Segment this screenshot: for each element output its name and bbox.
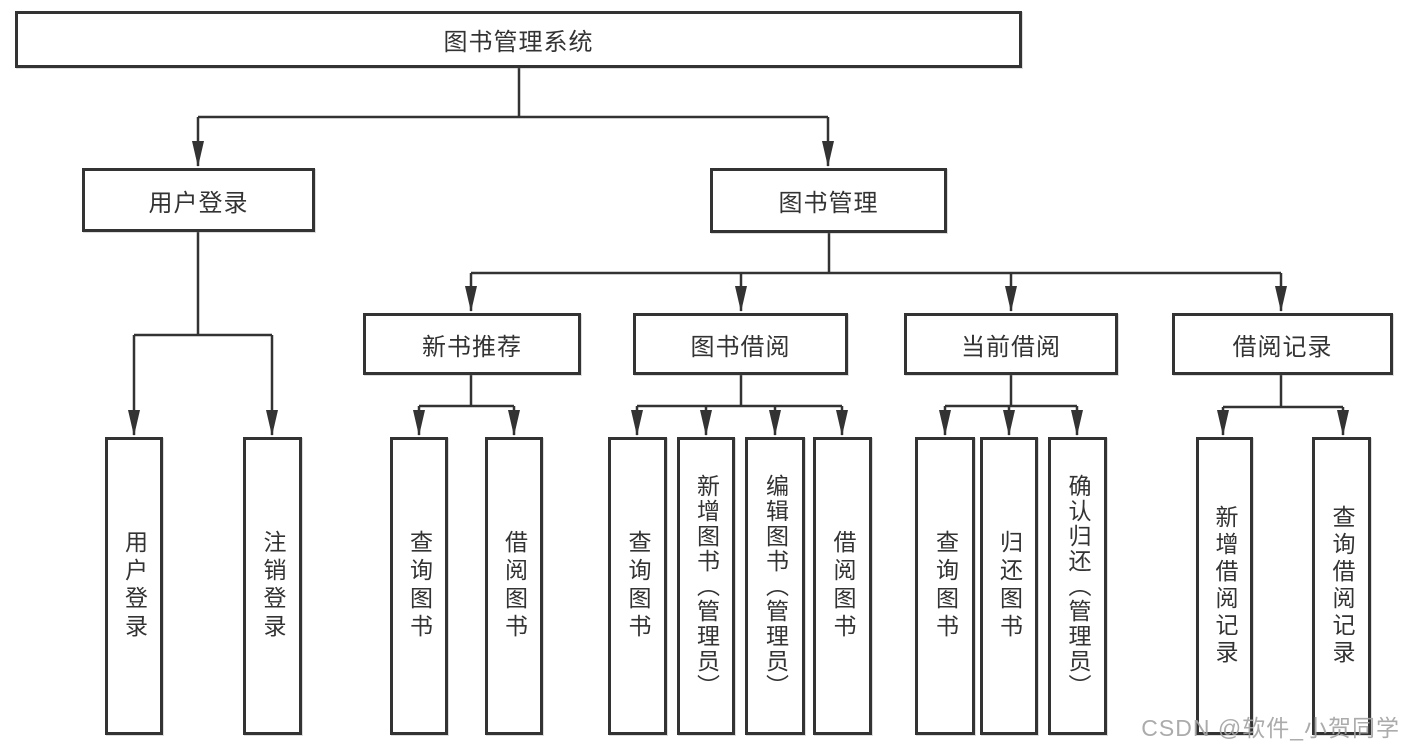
node-current-borrow: 当前借阅: [904, 313, 1118, 375]
node-user-login: 用户登录: [82, 168, 315, 232]
leaf-borrow-books-1: 借阅图书: [485, 437, 543, 735]
leaf-logout-login: 注销登录: [243, 437, 302, 735]
node-book-borrow: 图书借阅: [633, 313, 848, 375]
leaf-edit-books-admin: 编辑图书（管理员）: [745, 437, 805, 735]
leaf-user-login: 用户登录: [105, 437, 163, 735]
leaf-borrow-books-2: 借阅图书: [813, 437, 872, 735]
node-new-book-recommend: 新书推荐: [363, 313, 581, 375]
leaf-add-books-admin: 新增图书（管理员）: [677, 437, 735, 735]
leaf-return-books: 归还图书: [980, 437, 1038, 735]
node-borrow-records: 借阅记录: [1172, 313, 1393, 375]
leaf-add-borrow-record: 新增借阅记录: [1196, 437, 1253, 735]
node-book-management: 图书管理: [710, 168, 947, 233]
leaf-query-books-1: 查询图书: [390, 437, 448, 735]
leaf-query-borrow-record: 查询借阅记录: [1312, 437, 1371, 735]
leaf-query-books-2: 查询图书: [608, 437, 667, 735]
csdn-watermark: CSDN @软件_小贺同学: [1141, 715, 1400, 741]
leaf-confirm-return-admin: 确认归还（管理员）: [1048, 437, 1107, 735]
leaf-query-books-3: 查询图书: [915, 437, 975, 735]
node-library-management-system: 图书管理系统: [15, 11, 1022, 68]
